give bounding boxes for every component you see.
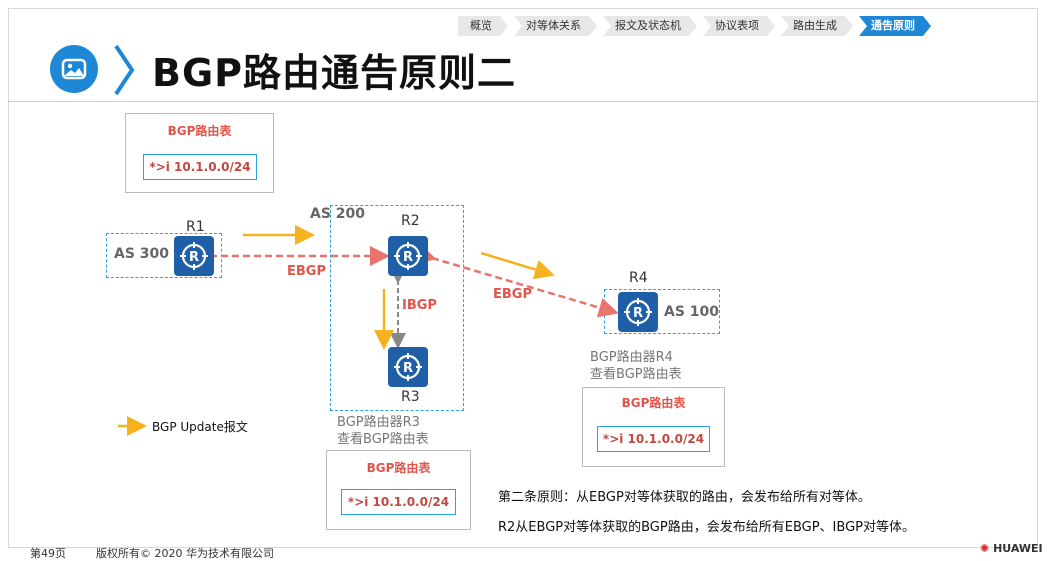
page-number: 第49页 bbox=[30, 547, 66, 560]
router-r1-label: R1 bbox=[186, 219, 205, 235]
tab-protocol-tables[interactable]: 协议表项 bbox=[703, 16, 775, 36]
copyright: 版权所有© 2020 华为技术有限公司 bbox=[96, 547, 274, 560]
title-divider bbox=[8, 101, 1038, 102]
tab-peer-relationship[interactable]: 对等体关系 bbox=[514, 16, 597, 36]
routing-table-entry: *>i 10.1.0.0/24 bbox=[597, 426, 710, 452]
routing-table-title: BGP路由表 bbox=[621, 396, 686, 410]
as100-label: AS 100 bbox=[664, 304, 720, 320]
chevron-right-icon bbox=[114, 44, 135, 96]
routing-table-entry: *>i 10.1.0.0/24 bbox=[143, 154, 257, 180]
huawei-logo: ✺ HUAWEI bbox=[980, 542, 1043, 555]
r3-caption-line1: BGP路由器R3 bbox=[337, 415, 420, 430]
routing-table-r3: BGP路由表 *>i 10.1.0.0/24 bbox=[326, 450, 471, 530]
r4-caption: BGP路由器R4 查看BGP路由表 bbox=[590, 349, 682, 383]
r3-caption: BGP路由器R3 查看BGP路由表 bbox=[337, 414, 429, 448]
ebgp-label-left: EBGP bbox=[287, 264, 326, 279]
router-r2-icon: R bbox=[388, 236, 428, 276]
picture-icon bbox=[50, 45, 98, 93]
as200-label: AS 200 bbox=[310, 206, 366, 222]
ibgp-label: IBGP bbox=[402, 298, 437, 313]
rule-line-2: R2从EBGP对等体获取的BGP路由，会发布给所有EBGP、IBGP对等体。 bbox=[498, 520, 915, 535]
slide-frame bbox=[8, 8, 1038, 548]
routing-table-top: BGP路由表 *>i 10.1.0.0/24 bbox=[125, 113, 274, 193]
ebgp-label-right: EBGP bbox=[493, 287, 532, 302]
ebgp-link-r2-r4 bbox=[414, 244, 619, 318]
huawei-logo-glyph: ✺ bbox=[980, 542, 990, 555]
router-r3-icon: R bbox=[388, 347, 428, 387]
as300-label: AS 300 bbox=[114, 246, 170, 262]
router-r3-label: R3 bbox=[401, 389, 420, 405]
router-r4-icon: R bbox=[618, 292, 658, 332]
tab-advertisement-principles[interactable]: 通告原则 bbox=[859, 16, 931, 36]
tab-overview[interactable]: 概览 bbox=[458, 16, 508, 36]
svg-text:R: R bbox=[403, 361, 413, 376]
router-r2-label: R2 bbox=[401, 213, 420, 229]
router-r1-icon: R bbox=[174, 236, 214, 276]
huawei-logo-text: HUAWEI bbox=[993, 542, 1043, 555]
routing-table-title: BGP路由表 bbox=[366, 461, 431, 475]
routing-table-title: BGP路由表 bbox=[167, 124, 232, 138]
page-title: BGP路由通告原则二 bbox=[152, 51, 517, 95]
r3-caption-line2: 查看BGP路由表 bbox=[337, 432, 429, 447]
routing-table-r4: BGP路由表 *>i 10.1.0.0/24 bbox=[582, 387, 725, 467]
update-arrow-r2-r4 bbox=[480, 251, 555, 280]
routing-table-entry: *>i 10.1.0.0/24 bbox=[341, 489, 456, 515]
router-r4-label: R4 bbox=[629, 270, 648, 286]
rule-line-1: 第二条原则：从EBGP对等体获取的路由，会发布给所有对等体。 bbox=[498, 490, 871, 505]
svg-text:R: R bbox=[403, 250, 413, 265]
tab-messages-state-machine[interactable]: 报文及状态机 bbox=[603, 16, 697, 36]
tab-route-generation[interactable]: 路由生成 bbox=[781, 16, 853, 36]
svg-text:R: R bbox=[189, 250, 199, 265]
legend-label: BGP Update报文 bbox=[152, 420, 248, 434]
r4-caption-line1: BGP路由器R4 bbox=[590, 350, 673, 365]
top-nav: 概览 对等体关系 报文及状态机 协议表项 路由生成 通告原则 bbox=[452, 16, 931, 38]
r4-caption-line2: 查看BGP路由表 bbox=[590, 367, 682, 382]
svg-text:R: R bbox=[633, 306, 643, 321]
